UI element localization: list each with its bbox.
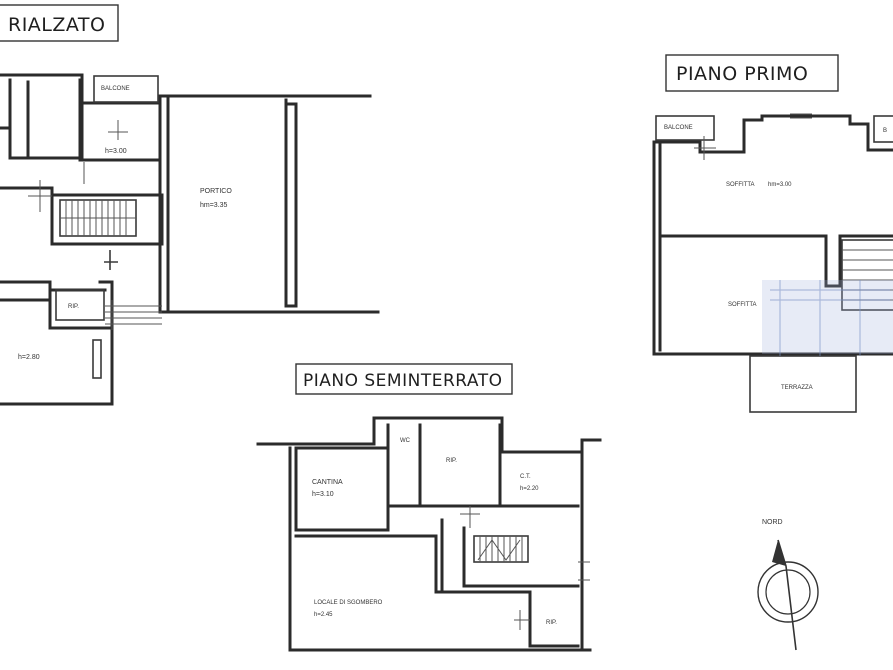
- title-primo: PIANO PRIMO: [676, 63, 808, 85]
- label-rip-seminterrato-2: RIP.: [546, 620, 557, 626]
- label-h280: h=2.80: [18, 354, 40, 361]
- north-compass: NORD: [757, 519, 819, 651]
- label-soffitta-h: hm=3.00: [768, 182, 792, 188]
- label-terrazza: TERRAZZA: [781, 385, 813, 391]
- stair-rialzato: [59, 199, 137, 237]
- stamp-watermark: [762, 280, 893, 356]
- terrazza: [749, 355, 857, 413]
- compass-arrowhead-icon: [772, 540, 786, 566]
- label-locale-h: h=2.45: [314, 612, 333, 618]
- label-cantina-h: h=3.10: [312, 491, 334, 498]
- floor-plan-seminterrato: PIANO SEMINTERRATO CANTINA h=3.10 WC RIP…: [256, 363, 602, 652]
- rip-rialzato: [55, 289, 105, 321]
- label-balcone-rialzato: BALCONE: [101, 86, 130, 92]
- label-rip-seminterrato-1: RIP.: [446, 458, 457, 464]
- label-h300: h=3.00: [105, 148, 127, 155]
- label-rip-rialzato: RIP.: [68, 304, 79, 310]
- balcone-primo-left: [655, 115, 715, 141]
- label-cantina: CANTINA: [312, 479, 343, 486]
- floor-plan-primo: PIANO PRIMO BALCONE B TERRAZZA SOFFITTA: [652, 54, 893, 413]
- title-box-rialzato: [0, 4, 119, 42]
- label-balcone-primo-right: B: [883, 128, 887, 134]
- title-rialzato: RIALZATO: [8, 14, 106, 36]
- label-locale: LOCALE DI SGOMBERO: [314, 600, 383, 606]
- floor-plan-rialzato: RIALZATO BALCONE: [0, 4, 380, 406]
- label-ct: C.T.: [520, 474, 531, 480]
- label-soffitta: SOFFITTA: [726, 182, 755, 188]
- label-soffitta-2: SOFFITTA: [728, 302, 757, 308]
- label-wc: WC: [400, 438, 411, 444]
- compass-inner-ring: [765, 569, 811, 615]
- label-portico: PORTICO: [200, 188, 232, 195]
- stair-seminterrato: [473, 535, 529, 563]
- label-ct-h: h=2.20: [520, 486, 539, 492]
- label-portico-h: hm=3.35: [200, 202, 228, 209]
- stair-primo: [841, 239, 893, 311]
- steps-rialzato: [105, 300, 162, 330]
- compass-outer-ring: [757, 561, 819, 623]
- title-box-seminterrato: [295, 363, 513, 395]
- balcone-rialzato: [93, 75, 159, 103]
- label-balcone-primo-left: BALCONE: [664, 125, 693, 131]
- label-nord: NORD: [762, 519, 783, 526]
- title-seminterrato: PIANO SEMINTERRATO: [303, 371, 502, 391]
- title-box-primo: [665, 54, 839, 92]
- balcone-primo-right: [873, 115, 893, 143]
